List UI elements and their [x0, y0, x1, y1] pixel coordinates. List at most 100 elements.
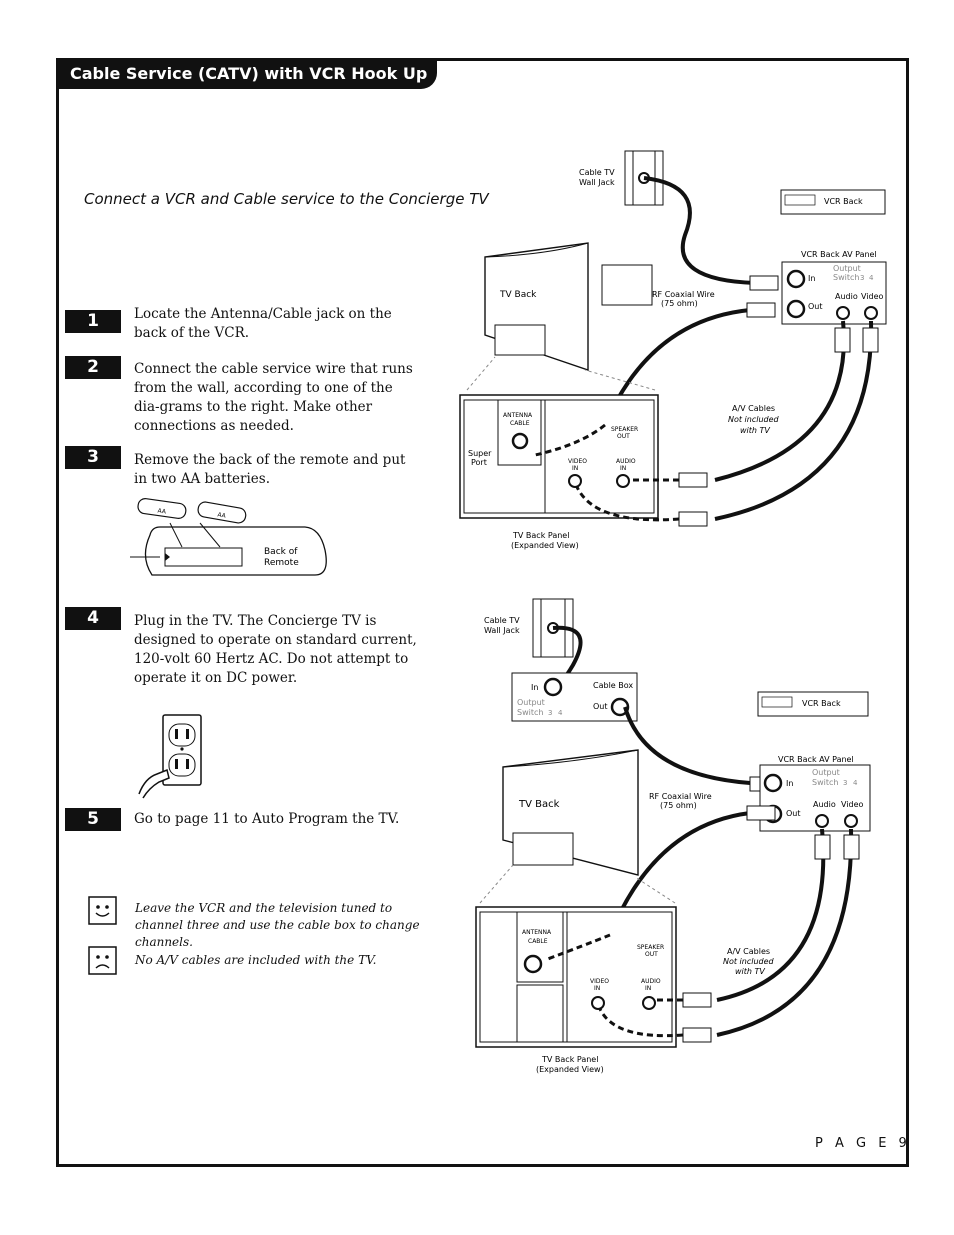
vcr-back: [780, 189, 886, 215]
step-4-text: Plug in the TV. The Concierge TV is desi…: [134, 613, 417, 686]
warning-note: No A/V cables are included with the TV.: [135, 953, 377, 967]
svg-text:VIDEO: VIDEO: [568, 458, 587, 465]
outlet-illustration: [138, 714, 202, 799]
svg-text:Switch: Switch: [833, 273, 859, 282]
page-subtitle: Connect a VCR and Cable service to the C…: [84, 190, 489, 208]
svg-text:3: 3: [860, 274, 864, 282]
svg-text:3: 3: [548, 709, 552, 717]
svg-text:ANTENNA: ANTENNA: [503, 412, 533, 419]
tv-back: [502, 749, 639, 876]
svg-text:(75 ohm): (75 ohm): [660, 801, 697, 810]
svg-text:RF Coaxial Wire: RF Coaxial Wire: [649, 792, 712, 801]
vcr-back: [757, 691, 869, 717]
svg-text:Cable TV: Cable TV: [484, 616, 520, 625]
svg-text:AUDIO: AUDIO: [616, 458, 636, 465]
step-3-text: Remove the back of the remote and put in…: [134, 452, 406, 487]
svg-text:3: 3: [843, 779, 847, 787]
svg-text:Audio: Audio: [835, 292, 858, 301]
step-5-text: Go to page 11 to Auto Program the TV.: [134, 811, 400, 827]
svg-text:IN: IN: [572, 465, 578, 472]
step-5-badge: 5: [65, 808, 121, 831]
cable-box: [511, 672, 638, 722]
svg-text:4: 4: [558, 709, 563, 717]
tv-back-panel: [475, 906, 677, 1048]
cable-wall-jack: [624, 150, 664, 206]
svg-text:ANTENNA: ANTENNA: [522, 929, 552, 936]
svg-text:Switch: Switch: [812, 778, 838, 787]
page-title: Cable Service (CATV) with VCR Hook Up: [56, 58, 438, 89]
svg-text:A/V Cables: A/V Cables: [727, 947, 770, 956]
svg-text:SPEAKER: SPEAKER: [637, 944, 664, 951]
svg-text:TV Back: TV Back: [499, 290, 537, 300]
battery-icon: AA: [197, 501, 247, 524]
svg-text:(75 ohm): (75 ohm): [661, 299, 698, 308]
battery-icon: AA: [137, 498, 187, 519]
diagram-vcr-hookup: Cable TV Wall Jack VCR Back VCR Back AV …: [459, 150, 887, 550]
svg-text:Remote: Remote: [264, 558, 299, 568]
svg-text:Switch: Switch: [517, 708, 543, 717]
svg-text:TV Back Panel: TV Back Panel: [541, 1055, 598, 1064]
svg-text:CABLE: CABLE: [510, 420, 530, 427]
svg-text:Audio: Audio: [813, 800, 836, 809]
tip-note: Leave the VCR and the television tuned t…: [135, 901, 420, 949]
page-number: P A G E 9: [815, 1136, 911, 1151]
svg-text:Out: Out: [786, 809, 801, 818]
svg-text:OUT: OUT: [645, 951, 658, 958]
svg-text:Wall Jack: Wall Jack: [579, 178, 615, 187]
svg-text:TV Back Panel: TV Back Panel: [512, 531, 569, 540]
svg-text:A/V Cables: A/V Cables: [732, 404, 775, 413]
tv-back: [484, 242, 653, 371]
svg-text:with TV: with TV: [740, 426, 770, 435]
svg-text:IN: IN: [645, 985, 651, 992]
step-3-badge: 3: [65, 446, 121, 469]
svg-text:with TV: with TV: [735, 967, 765, 976]
svg-text:Cable TV: Cable TV: [579, 168, 615, 177]
svg-text:IN: IN: [620, 465, 626, 472]
diagram-cable-box-hookup: Cable TV Wall Jack In Cable Box Out Outp…: [475, 598, 871, 1074]
remote-label: Back of: [264, 547, 298, 557]
step-4-badge: 4: [65, 607, 121, 630]
svg-text:Out: Out: [593, 702, 608, 711]
svg-text:VCR Back AV Panel: VCR Back AV Panel: [778, 755, 854, 764]
svg-text:(Expanded View): (Expanded View): [511, 541, 579, 550]
svg-text:Video: Video: [861, 292, 884, 301]
svg-text:OUT: OUT: [617, 433, 630, 440]
svg-text:CABLE: CABLE: [528, 938, 548, 945]
svg-text:In: In: [531, 683, 538, 692]
frown-icon: [88, 946, 117, 975]
svg-text:Output: Output: [833, 264, 861, 273]
svg-text:4: 4: [869, 274, 874, 282]
svg-text:VCR Back: VCR Back: [802, 699, 841, 708]
svg-text:(Expanded View): (Expanded View): [536, 1065, 604, 1074]
svg-text:Cable Box: Cable Box: [593, 681, 633, 690]
svg-text:Not included: Not included: [728, 415, 780, 424]
svg-text:Not included: Not included: [723, 957, 775, 966]
svg-text:VCR Back: VCR Back: [824, 197, 863, 206]
svg-text:4: 4: [853, 779, 858, 787]
svg-text:Super: Super: [468, 449, 492, 458]
svg-text:VCR Back AV Panel: VCR Back AV Panel: [801, 250, 877, 259]
svg-text:AUDIO: AUDIO: [641, 978, 661, 985]
svg-text:Output: Output: [812, 768, 840, 777]
tv-back-panel: [459, 394, 659, 519]
svg-text:AA: AA: [217, 511, 227, 520]
svg-text:In: In: [808, 274, 815, 283]
svg-text:Out: Out: [808, 302, 823, 311]
step-2-text: Connect the cable service wire that runs…: [134, 361, 413, 434]
svg-text:Video: Video: [841, 800, 864, 809]
svg-text:Port: Port: [471, 458, 487, 467]
step-2-badge: 2: [65, 356, 121, 379]
svg-text:Wall Jack: Wall Jack: [484, 626, 520, 635]
svg-text:VIDEO: VIDEO: [590, 978, 609, 985]
step-1-text: Locate the Antenna/Cable jack on the bac…: [134, 306, 392, 341]
smiley-icon: [88, 896, 117, 925]
svg-text:TV Back: TV Back: [518, 799, 560, 810]
svg-text:SPEAKER: SPEAKER: [611, 426, 638, 433]
svg-text:Output: Output: [517, 698, 545, 707]
remote-illustration: AA AA Back of Remote: [130, 498, 327, 576]
step-1-badge: 1: [65, 310, 121, 333]
svg-text:RF Coaxial Wire: RF Coaxial Wire: [652, 290, 715, 299]
page-frame: [56, 58, 909, 1167]
svg-text:In: In: [786, 779, 793, 788]
svg-text:IN: IN: [594, 985, 600, 992]
